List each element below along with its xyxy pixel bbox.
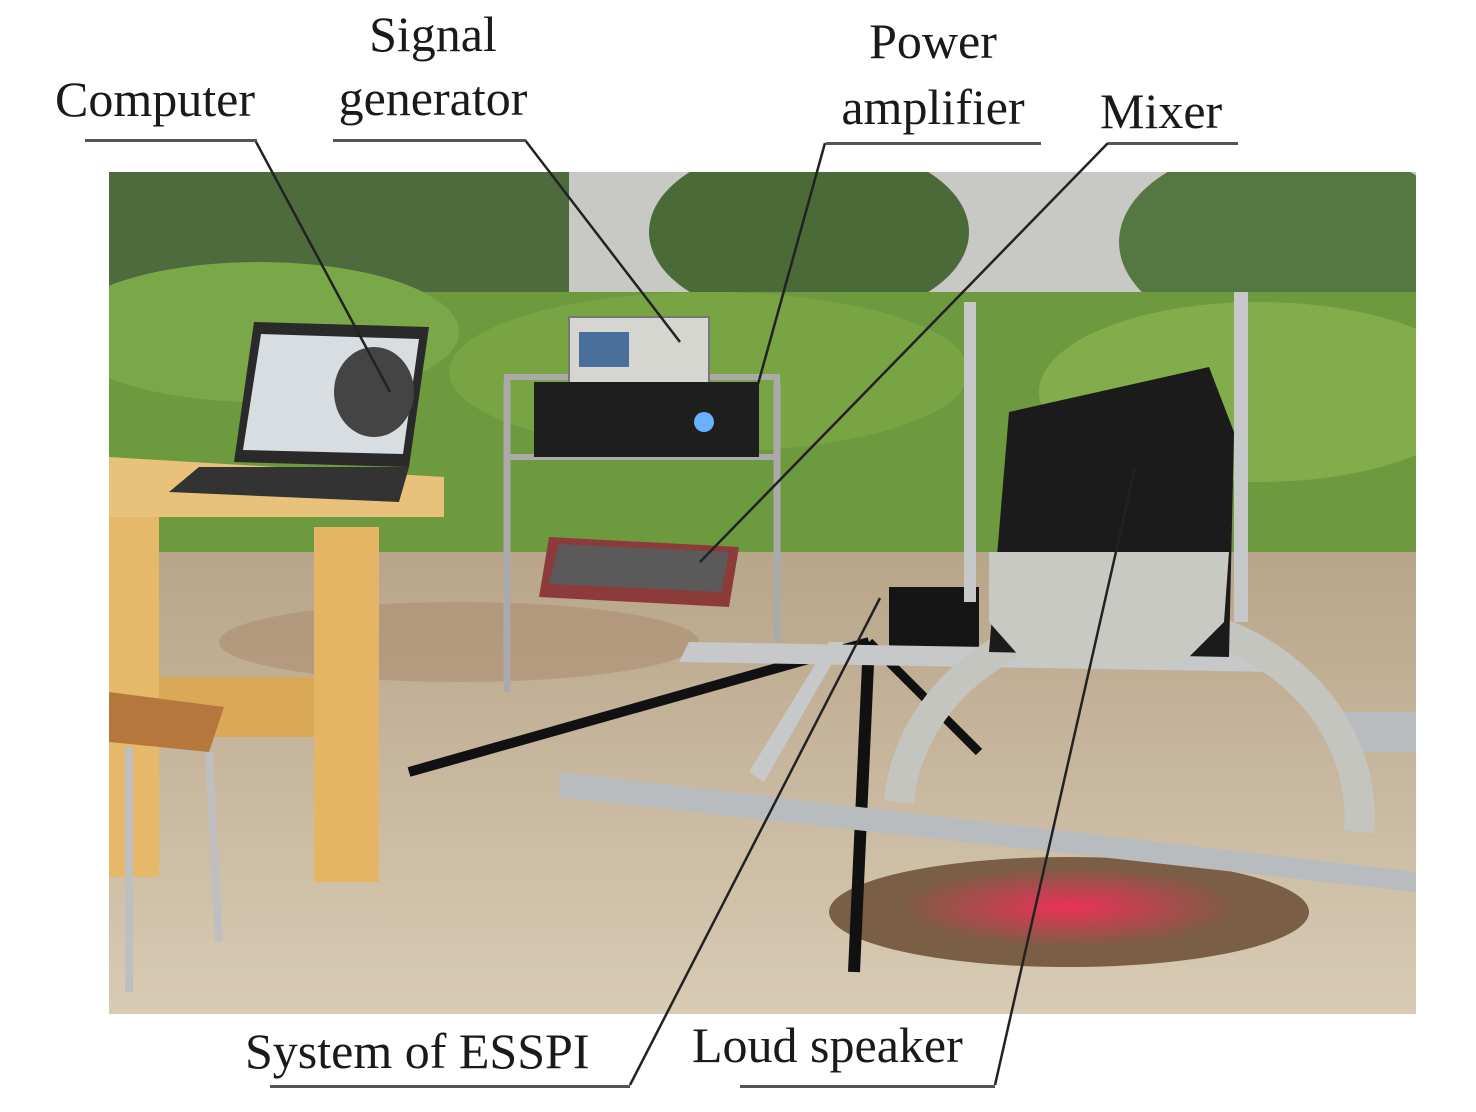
label-computer-text: Computer (55, 71, 255, 127)
underline-signal-generator (333, 139, 526, 142)
label-signal-generator: Signal generator (328, 5, 538, 127)
label-loud-speaker: Loud speaker (692, 1016, 963, 1074)
leader-power-amplifier (753, 142, 827, 396)
leader-computer (253, 139, 392, 393)
label-loud-speaker-text: Loud speaker (692, 1017, 963, 1073)
leader-mixer (699, 142, 1109, 563)
label-system-of-esspi-text: System of ESSPI (245, 1023, 590, 1079)
label-power-amplifier-line1: Power (869, 13, 997, 69)
underline-computer (85, 139, 257, 142)
label-signal-generator-line1: Signal (369, 6, 497, 62)
label-mixer-text: Mixer (1100, 83, 1223, 139)
leader-system-of-esspi (628, 597, 882, 1086)
label-power-amplifier-line2: amplifier (841, 79, 1025, 135)
label-computer: Computer (55, 70, 255, 128)
label-mixer: Mixer (1100, 82, 1222, 140)
leader-loud-speaker (993, 467, 1137, 1086)
underline-power-amplifier (826, 142, 1041, 145)
label-system-of-esspi: System of ESSPI (245, 1022, 590, 1080)
underline-loud-speaker (740, 1085, 995, 1088)
experiment-photo (109, 172, 1416, 1014)
underline-system-of-esspi (270, 1085, 630, 1088)
underline-mixer (1108, 142, 1238, 145)
label-signal-generator-line2: generator (338, 70, 528, 126)
leader-signal-generator (524, 139, 681, 343)
label-power-amplifier: Power amplifier (828, 12, 1038, 136)
